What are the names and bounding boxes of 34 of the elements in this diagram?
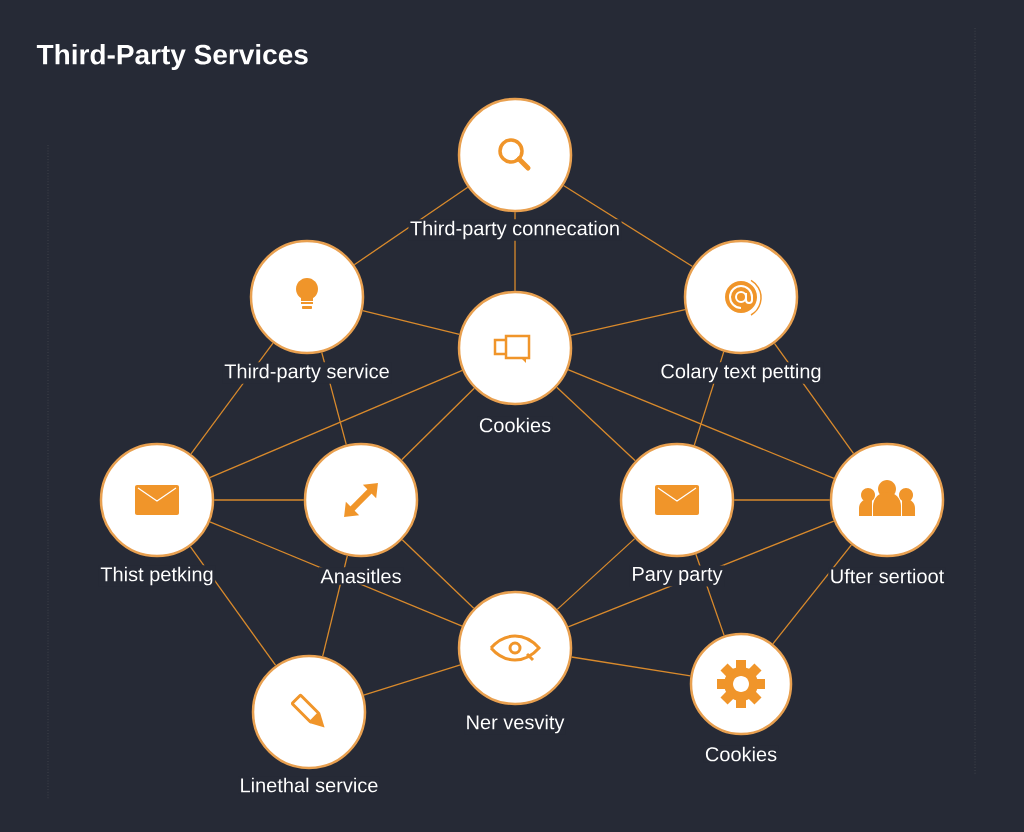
connector-line bbox=[361, 310, 461, 335]
node-label: Ner vesvity bbox=[464, 713, 566, 735]
node-label: Third-party service bbox=[222, 362, 392, 384]
node-label: Linethal service bbox=[238, 776, 380, 794]
node-label: Thist petking bbox=[98, 565, 216, 587]
connector-line bbox=[562, 184, 694, 268]
circle-node bbox=[457, 290, 573, 406]
connector-line bbox=[556, 537, 636, 611]
connector-line bbox=[213, 499, 305, 501]
connector-line bbox=[353, 186, 469, 266]
node-label: Colary text petting bbox=[658, 362, 824, 384]
circle-node bbox=[457, 97, 573, 213]
connector-line bbox=[772, 544, 853, 645]
title: Third-Party Services bbox=[36, 43, 308, 71]
circle-node bbox=[249, 239, 365, 355]
connector-line bbox=[556, 386, 636, 462]
node-label: Anasitles bbox=[318, 567, 404, 585]
circle-node bbox=[683, 239, 799, 355]
connector-line bbox=[567, 369, 835, 479]
node-label: Cookies bbox=[477, 416, 553, 434]
connector-line bbox=[401, 387, 475, 461]
node-label: Cookies bbox=[703, 745, 779, 763]
connector-line bbox=[570, 656, 692, 677]
circle-node bbox=[303, 442, 419, 558]
connector-line bbox=[401, 539, 475, 609]
circle-node bbox=[457, 590, 573, 706]
node-label: Third-party connecation bbox=[408, 219, 622, 241]
circle-node bbox=[251, 654, 367, 770]
connector-line bbox=[570, 308, 686, 337]
connector-line bbox=[733, 499, 831, 501]
connector-line bbox=[209, 369, 463, 479]
connector-line bbox=[363, 664, 461, 696]
connector-line bbox=[189, 545, 277, 667]
node-label: Ufter sertioot bbox=[828, 567, 946, 585]
